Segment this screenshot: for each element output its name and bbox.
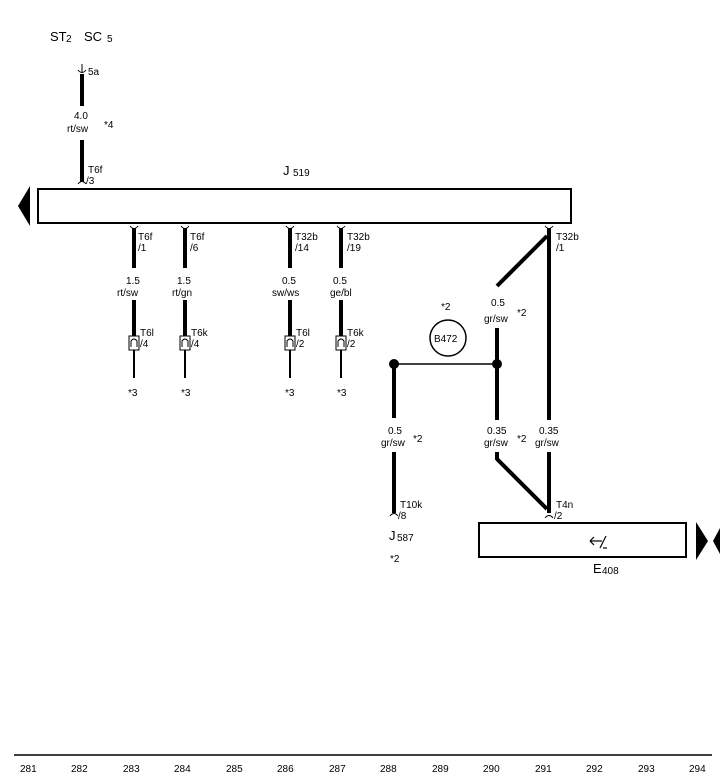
svg-text:0.5: 0.5 bbox=[388, 426, 402, 437]
svg-text:J: J bbox=[389, 528, 396, 543]
e408-box bbox=[478, 522, 687, 558]
svg-text:*2: *2 bbox=[517, 434, 527, 445]
svg-text:*2: *2 bbox=[413, 434, 423, 445]
svg-text:T6f: T6f bbox=[190, 232, 205, 243]
svg-text:T6f: T6f bbox=[138, 232, 153, 243]
sc-number: 5 bbox=[107, 34, 113, 45]
svg-text:*3: *3 bbox=[285, 388, 295, 399]
svg-text:T32b: T32b bbox=[556, 232, 579, 243]
branch-2: T6f /6 1.5 rt/gn T6k /4 *3 bbox=[172, 225, 209, 399]
axis-tick: 282 bbox=[71, 764, 88, 775]
svg-text:587: 587 bbox=[397, 533, 414, 544]
svg-text:*3: *3 bbox=[181, 388, 191, 399]
svg-text:T6k: T6k bbox=[191, 328, 209, 339]
st-label: ST bbox=[50, 29, 67, 44]
j519-number: 519 bbox=[293, 168, 310, 179]
switch-icon bbox=[589, 535, 607, 549]
right-network: T32b /1 0.35 gr/sw 0.5 gr/sw *2 *2 B472 … bbox=[381, 225, 579, 565]
top-wire-color: rt/sw bbox=[67, 124, 89, 135]
top-connector-icon bbox=[77, 64, 87, 73]
svg-text:/2: /2 bbox=[347, 339, 356, 350]
svg-text:0.5: 0.5 bbox=[491, 298, 505, 309]
axis-tick: 294 bbox=[689, 764, 706, 775]
svg-text:0.35: 0.35 bbox=[539, 426, 559, 437]
j519-letter: J bbox=[283, 163, 290, 178]
svg-text:/14: /14 bbox=[295, 243, 309, 254]
right-continuation-arrow-icon bbox=[696, 522, 708, 560]
svg-text:*3: *3 bbox=[337, 388, 347, 399]
svg-text:*2: *2 bbox=[390, 554, 400, 565]
svg-text:/8: /8 bbox=[398, 511, 407, 522]
svg-text:/1: /1 bbox=[556, 243, 565, 254]
svg-text:sw/ws: sw/ws bbox=[272, 288, 299, 299]
svg-text:rt/gn: rt/gn bbox=[172, 288, 192, 299]
branch-3: T32b /14 0.5 sw/ws T6l /2 *3 bbox=[272, 225, 318, 399]
top-conn-icon bbox=[77, 181, 87, 185]
j519-box bbox=[37, 188, 572, 224]
svg-text:/4: /4 bbox=[140, 339, 149, 350]
svg-text:gr/sw: gr/sw bbox=[535, 438, 560, 449]
svg-text:*2: *2 bbox=[517, 308, 527, 319]
branch-1: T6f /1 1.5 rt/sw T6l /4 *3 bbox=[117, 225, 154, 399]
top-conn-pin: /3 bbox=[86, 176, 95, 187]
axis-tick: 289 bbox=[432, 764, 449, 775]
axis-tick: 281 bbox=[20, 764, 37, 775]
top-wire-note: *4 bbox=[104, 120, 114, 131]
svg-text:gr/sw: gr/sw bbox=[484, 314, 509, 325]
svg-text:T4n: T4n bbox=[556, 500, 573, 511]
svg-text:*2: *2 bbox=[441, 302, 451, 313]
svg-text:T10k: T10k bbox=[400, 500, 423, 511]
e408-number: 408 bbox=[602, 566, 619, 577]
svg-text:*3: *3 bbox=[128, 388, 138, 399]
axis-tick: 288 bbox=[380, 764, 397, 775]
axis-tick: 290 bbox=[483, 764, 500, 775]
svg-text:ge/bl: ge/bl bbox=[330, 288, 352, 299]
svg-text:T32b: T32b bbox=[295, 232, 318, 243]
svg-text:/2: /2 bbox=[296, 339, 305, 350]
svg-text:/4: /4 bbox=[191, 339, 200, 350]
svg-text:T6l: T6l bbox=[140, 328, 154, 339]
e408-letter: E bbox=[593, 561, 602, 576]
axis-tick: 287 bbox=[329, 764, 346, 775]
axis-tick: 284 bbox=[174, 764, 191, 775]
svg-text:1.5: 1.5 bbox=[126, 276, 140, 287]
sc-label: SC bbox=[84, 29, 102, 44]
top-pin-label: 5a bbox=[88, 67, 100, 78]
axis-tick: 285 bbox=[226, 764, 243, 775]
left-continuation-arrow-icon bbox=[18, 186, 30, 226]
svg-text:0.5: 0.5 bbox=[333, 276, 347, 287]
axis-tick: 286 bbox=[277, 764, 294, 775]
axis-ticks: 281 282 283 284 285 286 287 288 289 290 … bbox=[20, 764, 706, 775]
svg-text:0.35: 0.35 bbox=[487, 426, 507, 437]
axis-tick: 293 bbox=[638, 764, 655, 775]
svg-text:/2: /2 bbox=[554, 511, 563, 522]
svg-text:/6: /6 bbox=[190, 243, 199, 254]
svg-text:rt/sw: rt/sw bbox=[117, 288, 139, 299]
next-page-arrow-icon bbox=[713, 528, 720, 554]
svg-text:T6k: T6k bbox=[347, 328, 365, 339]
svg-text:gr/sw: gr/sw bbox=[381, 438, 406, 449]
top-conn-label: T6f bbox=[88, 165, 103, 176]
svg-text:1.5: 1.5 bbox=[177, 276, 191, 287]
axis-tick: 292 bbox=[586, 764, 603, 775]
top-wire-size: 4.0 bbox=[74, 111, 88, 122]
svg-text:B472: B472 bbox=[434, 334, 458, 345]
st-number: 2 bbox=[66, 34, 72, 45]
axis-tick: 283 bbox=[123, 764, 140, 775]
svg-text:T32b: T32b bbox=[347, 232, 370, 243]
svg-text:/1: /1 bbox=[138, 243, 147, 254]
axis-tick: 291 bbox=[535, 764, 552, 775]
branch-4: T32b /19 0.5 ge/bl T6k /2 *3 bbox=[330, 225, 370, 399]
svg-text:0.5: 0.5 bbox=[282, 276, 296, 287]
svg-text:T6l: T6l bbox=[296, 328, 310, 339]
svg-text:/19: /19 bbox=[347, 243, 361, 254]
svg-text:gr/sw: gr/sw bbox=[484, 438, 509, 449]
